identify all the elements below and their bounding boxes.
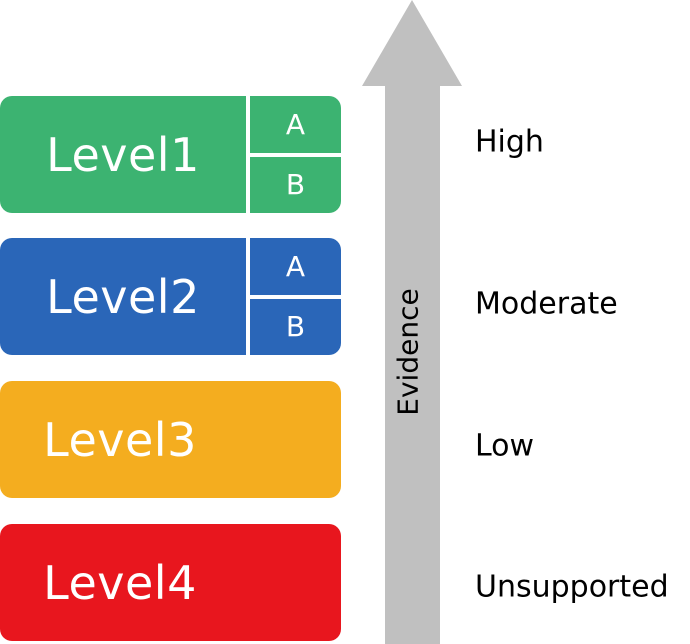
level-2-sublevels: A B <box>246 238 341 355</box>
level-4-box: Level4 <box>0 524 341 641</box>
level-4-label: Level4 <box>43 555 197 610</box>
level-2-sublevel-a: A <box>285 249 306 283</box>
level-1-sublevel-a: A <box>285 107 306 141</box>
grade-high: High <box>475 124 544 160</box>
grade-low: Low <box>475 428 535 464</box>
level-1-label: Level1 <box>46 127 200 182</box>
level-1-box: Level1 A B <box>0 96 341 213</box>
level-1-sublevels: A B <box>246 96 341 213</box>
level-3-label: Level3 <box>43 412 197 467</box>
level-1-sublevel-b: B <box>250 152 341 214</box>
level-2-label: Level2 <box>46 269 200 324</box>
level-2-sublevel-b: B <box>250 294 341 356</box>
level-2-box: Level2 A B <box>0 238 341 355</box>
level-3-box: Level3 <box>0 381 341 498</box>
grade-moderate: Moderate <box>475 286 618 322</box>
evidence-axis-label: Evidence <box>391 288 425 416</box>
grade-unsupported: Unsupported <box>475 569 669 605</box>
evidence-arrow-icon <box>362 0 462 644</box>
